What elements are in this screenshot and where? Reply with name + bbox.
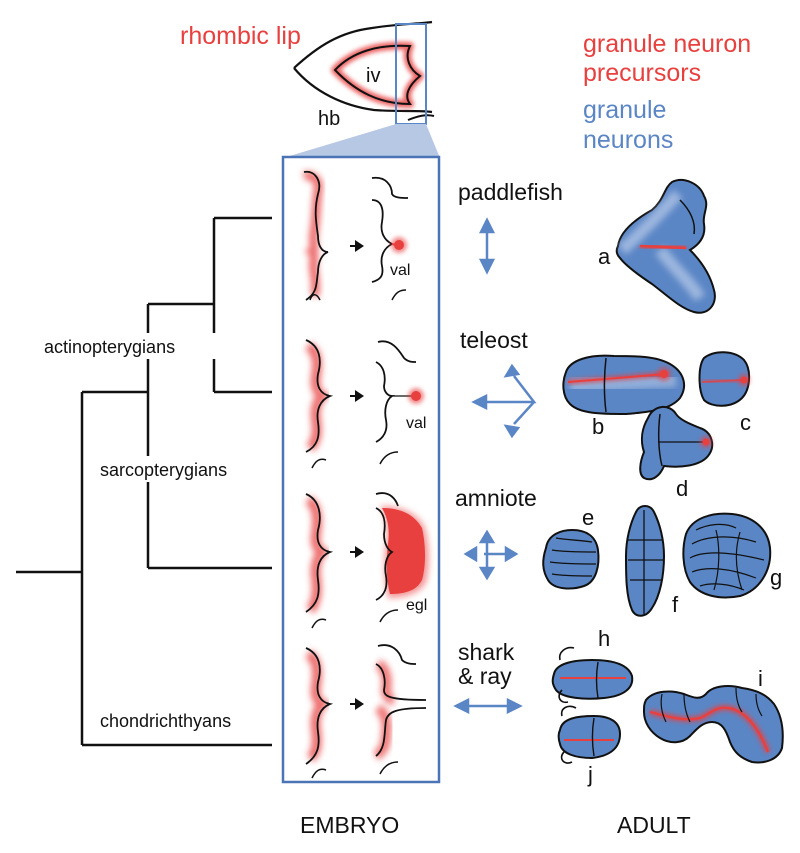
hb-label: hb [318, 108, 340, 130]
adult-letter-g: g [770, 565, 782, 590]
chondrichthyans-label: chondrichthyans [100, 711, 231, 731]
precursors-label-2: precursors [583, 59, 701, 87]
adult-letter-j: j [587, 762, 593, 787]
adult-letter-a: a [598, 244, 611, 269]
adult-letter-b: b [592, 414, 604, 439]
three-way-arrow-icon [471, 363, 537, 439]
embryo-row-amniote: egl [304, 492, 429, 629]
iv-label: iv [366, 65, 380, 87]
horizontal-arrow-icon [453, 697, 523, 715]
adult-cerebellum-g: g [682, 512, 782, 599]
adult-cerebellum-d: d [639, 406, 714, 501]
embryo-row-paddlefish: val [302, 170, 410, 301]
adult-cerebellum-a: a [598, 178, 716, 314]
adult-letter-e: e [582, 505, 594, 530]
egl-label: egl [406, 597, 427, 614]
adult-cerebellum-h: h [551, 626, 634, 704]
neurons-label-1: granule [583, 96, 666, 124]
adult-cerebellum-b: b [562, 354, 686, 439]
paddlefish-label: paddlefish [458, 179, 563, 205]
embryo-column-label: EMBRYO [300, 812, 399, 838]
adult-letter-h: h [598, 626, 610, 651]
adult-cerebellum-c: c [698, 351, 751, 435]
adult-letter-i: i [758, 666, 763, 691]
vertical-arrow-icon [478, 217, 496, 275]
shark-label-2: & ray [458, 663, 512, 689]
adult-cerebellum-e: e [542, 505, 600, 590]
val-label-1: val [390, 262, 410, 279]
actinopterygians-label: actinopterygians [44, 337, 175, 357]
adult-letter-c: c [740, 410, 751, 435]
teleost-label: teleost [460, 327, 528, 353]
rhombic-lip-label: rhombic lip [180, 22, 301, 50]
adult-cerebellum-f: f [624, 505, 679, 617]
precursors-label-1: granule neuron [583, 30, 751, 58]
embryo-row-shark [304, 644, 427, 779]
embryo-row-teleost: val [304, 339, 426, 469]
adult-cerebellum-j: j [557, 705, 622, 787]
embryo-panel [281, 155, 441, 784]
adult-cerebellum-i: i [642, 666, 784, 764]
shark-label-1: shark [458, 639, 515, 665]
zoom-trapezoid [283, 124, 440, 158]
neurons-label-2: neurons [583, 126, 673, 154]
sarcopterygians-label: sarcopterygians [100, 460, 227, 480]
amniote-label: amniote [455, 485, 537, 511]
val-label-2: val [406, 415, 426, 432]
adult-letter-f: f [672, 592, 679, 617]
adult-column-label: ADULT [617, 812, 691, 838]
four-way-arrow-icon [463, 529, 519, 581]
adult-letter-d: d [676, 476, 688, 501]
